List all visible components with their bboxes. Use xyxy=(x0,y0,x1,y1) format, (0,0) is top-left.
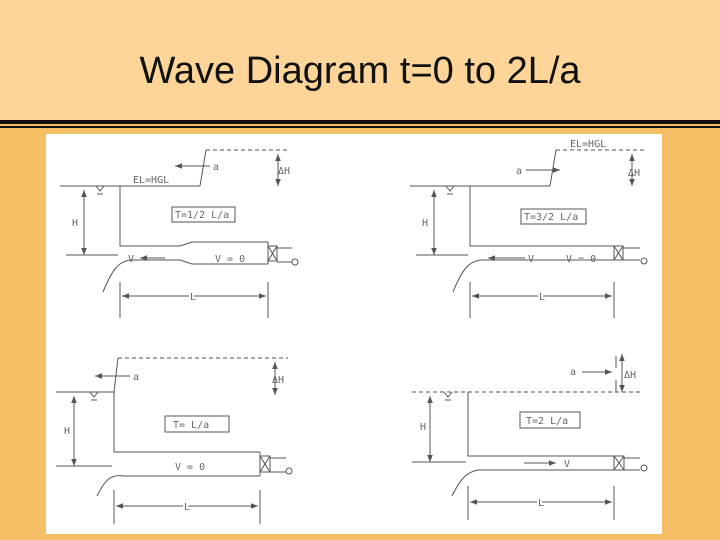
q1-length-label: L xyxy=(190,292,196,303)
q2-head-rise-label: ΔH xyxy=(628,168,640,179)
q4-head-label: H xyxy=(420,422,426,433)
q3-length-label: L xyxy=(184,502,190,513)
q1-head-label: H xyxy=(72,218,78,229)
q2-time-box xyxy=(520,208,587,225)
q1-time-label: T=1/2 L/a xyxy=(175,210,229,221)
q1-grade-line-label: EL=HGL xyxy=(133,175,169,186)
diagram-t-three-halves-l-over-a: EL=HGL a ΔH H V V = 0 T=3/2 L/a L xyxy=(410,139,648,318)
q4-head-rise-label: ΔH xyxy=(624,370,636,381)
q1-water-surface-icon xyxy=(95,185,105,192)
q1-pipe-bottom xyxy=(102,259,268,293)
title-divider xyxy=(0,120,720,124)
q4-length-label: L xyxy=(538,498,544,509)
q2-velocity-label: V xyxy=(528,254,534,265)
q2-time-label: T=3/2 L/a xyxy=(524,212,578,223)
q3-time-box xyxy=(164,415,230,433)
q1-time-box xyxy=(171,206,236,223)
q4-water-surface-icon xyxy=(443,391,453,398)
q2-water-surface-icon xyxy=(445,185,455,192)
q3-pipe-top xyxy=(113,392,260,453)
q4-pipe-bottom xyxy=(451,469,614,497)
diagram-t-half-l-over-a: EL=HGL a ΔH H V V = 0 T=1/2 L/a L xyxy=(60,149,299,318)
q3-velocity-zero-label: V = 0 xyxy=(175,462,205,473)
q2-pipe-bottom xyxy=(452,259,614,293)
title-divider-thin xyxy=(0,126,720,128)
title-bar xyxy=(0,0,720,120)
q4-time-box xyxy=(519,411,581,429)
q1-velocity-label: V xyxy=(128,254,134,265)
diagram-panel xyxy=(46,134,662,534)
q3-wave-front xyxy=(113,357,119,393)
slide-title: Wave Diagram t=0 to 2L/a xyxy=(139,50,581,92)
q2-valve-icon xyxy=(613,245,624,261)
q1-velocity-zero-label: V = 0 xyxy=(215,254,245,265)
q3-wave-speed-label: a xyxy=(133,372,139,383)
q2-length-label: L xyxy=(539,292,545,303)
q1-wave-speed-label: a xyxy=(213,162,219,173)
q2-wave-speed-label: a xyxy=(516,166,522,177)
q3-head-rise-label: ΔH xyxy=(272,375,284,386)
q3-water-surface-icon xyxy=(89,391,99,398)
q1-wave-front xyxy=(199,149,207,187)
q1-head-rise-label: ΔH xyxy=(278,166,290,177)
q3-pipe-bottom xyxy=(96,475,260,497)
q3-head-label: H xyxy=(64,426,70,437)
q2-wave-front xyxy=(549,149,557,187)
q4-time-label: T=2 L/a xyxy=(526,416,568,427)
q3-time-label: T= L/a xyxy=(173,420,209,431)
q4-valve-icon xyxy=(613,455,625,471)
q1-pipe-top xyxy=(119,186,268,247)
q4-wave-speed-label: a xyxy=(570,367,576,378)
diagram-t-two-l-over-a: a ΔH H V T=2 L/a L xyxy=(412,354,648,520)
q3-valve-icon xyxy=(259,455,271,473)
q2-velocity-zero-label: V = 0 xyxy=(566,254,596,265)
q4-velocity-label: V xyxy=(564,459,570,470)
q4-pipe-top xyxy=(467,392,614,457)
diagram-t-l-over-a: a ΔH H V = 0 T= L/a L xyxy=(56,357,293,524)
q1-valve-icon xyxy=(267,245,278,262)
q2-head-label: H xyxy=(422,218,428,229)
q2-pipe-top xyxy=(469,186,614,247)
q2-grade-line-label: EL=HGL xyxy=(570,139,606,150)
